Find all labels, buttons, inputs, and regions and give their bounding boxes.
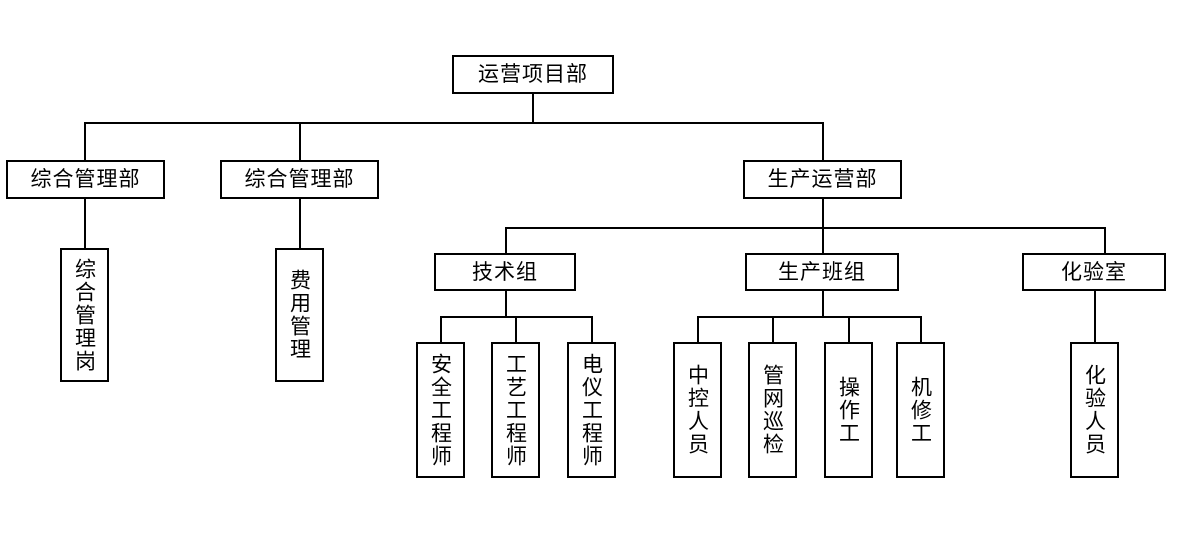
connector-drop-instrument-engineer: [591, 316, 593, 343]
connector-drop-production-team: [822, 227, 824, 254]
connector-drop-mechanic: [920, 316, 922, 343]
connector-stem-l1-a-to-child: [84, 199, 86, 249]
node-production-team[interactable]: 生产班组: [745, 253, 899, 291]
node-pipe-network-inspection[interactable]: 管网巡检: [748, 342, 797, 478]
connector-stem-lab-to-child: [1094, 291, 1096, 343]
node-general-management-dept-1[interactable]: 综合管理部: [6, 160, 165, 199]
node-root-operations-project-dept[interactable]: 运营项目部: [452, 55, 614, 94]
connector-level1-bus: [84, 122, 824, 124]
connector-drop-lab: [1104, 227, 1106, 254]
node-label: 安全工程师: [428, 352, 453, 468]
node-instrument-engineer[interactable]: 电仪工程师: [567, 342, 616, 478]
node-production-operations-dept[interactable]: 生产运营部: [743, 160, 902, 199]
node-label: 中控人员: [685, 364, 710, 456]
node-process-engineer[interactable]: 工艺工程师: [491, 342, 540, 478]
node-laboratory[interactable]: 化验室: [1022, 253, 1166, 291]
connector-drop-process-engineer: [515, 316, 517, 343]
node-label: 管网巡检: [760, 364, 785, 456]
node-label: 机修工: [908, 375, 933, 445]
node-label: 综合管理部: [30, 167, 141, 192]
connector-drop-tech-group: [505, 227, 507, 254]
connector-drop-safety-engineer: [440, 316, 442, 343]
connector-stem-production-team: [822, 291, 824, 317]
connector-drop-l1-a: [84, 122, 86, 161]
connector-drop-pipe-network-inspection: [772, 316, 774, 343]
node-safety-engineer[interactable]: 安全工程师: [416, 342, 465, 478]
node-expense-management[interactable]: 费用管理: [275, 248, 324, 382]
node-general-management-dept-2[interactable]: 综合管理部: [220, 160, 379, 199]
node-label: 操作工: [836, 375, 861, 445]
connector-stem-l1-b-to-child: [299, 199, 301, 249]
node-control-room-staff[interactable]: 中控人员: [673, 342, 722, 478]
connector-level2-bus: [505, 227, 1106, 229]
node-operator[interactable]: 操作工: [824, 342, 873, 478]
node-mechanic[interactable]: 机修工: [896, 342, 945, 478]
node-technical-group[interactable]: 技术组: [434, 253, 576, 291]
connector-production-bus: [697, 316, 922, 318]
node-label: 综合管理部: [244, 167, 355, 192]
node-label: 化验人员: [1082, 364, 1107, 456]
connector-drop-l1-b: [299, 122, 301, 161]
connector-root-stem: [532, 94, 534, 123]
connector-stem-production-ops: [822, 199, 824, 228]
connector-drop-l1-c: [822, 122, 824, 161]
node-lab-staff[interactable]: 化验人员: [1070, 342, 1119, 478]
node-label: 运营项目部: [478, 62, 588, 87]
node-label: 生产运营部: [767, 167, 878, 192]
node-label: 工艺工程师: [503, 352, 528, 468]
node-label: 费用管理: [287, 269, 312, 361]
node-label: 综合管理岗: [72, 257, 97, 373]
connector-stem-tech-group: [505, 291, 507, 317]
node-general-management-post[interactable]: 综合管理岗: [60, 248, 109, 382]
node-label: 化验室: [1061, 259, 1127, 284]
node-label: 技术组: [472, 259, 538, 284]
node-label: 电仪工程师: [579, 352, 604, 468]
node-label: 生产班组: [778, 259, 866, 284]
connector-drop-operator: [848, 316, 850, 343]
connector-drop-control-room-staff: [697, 316, 699, 343]
